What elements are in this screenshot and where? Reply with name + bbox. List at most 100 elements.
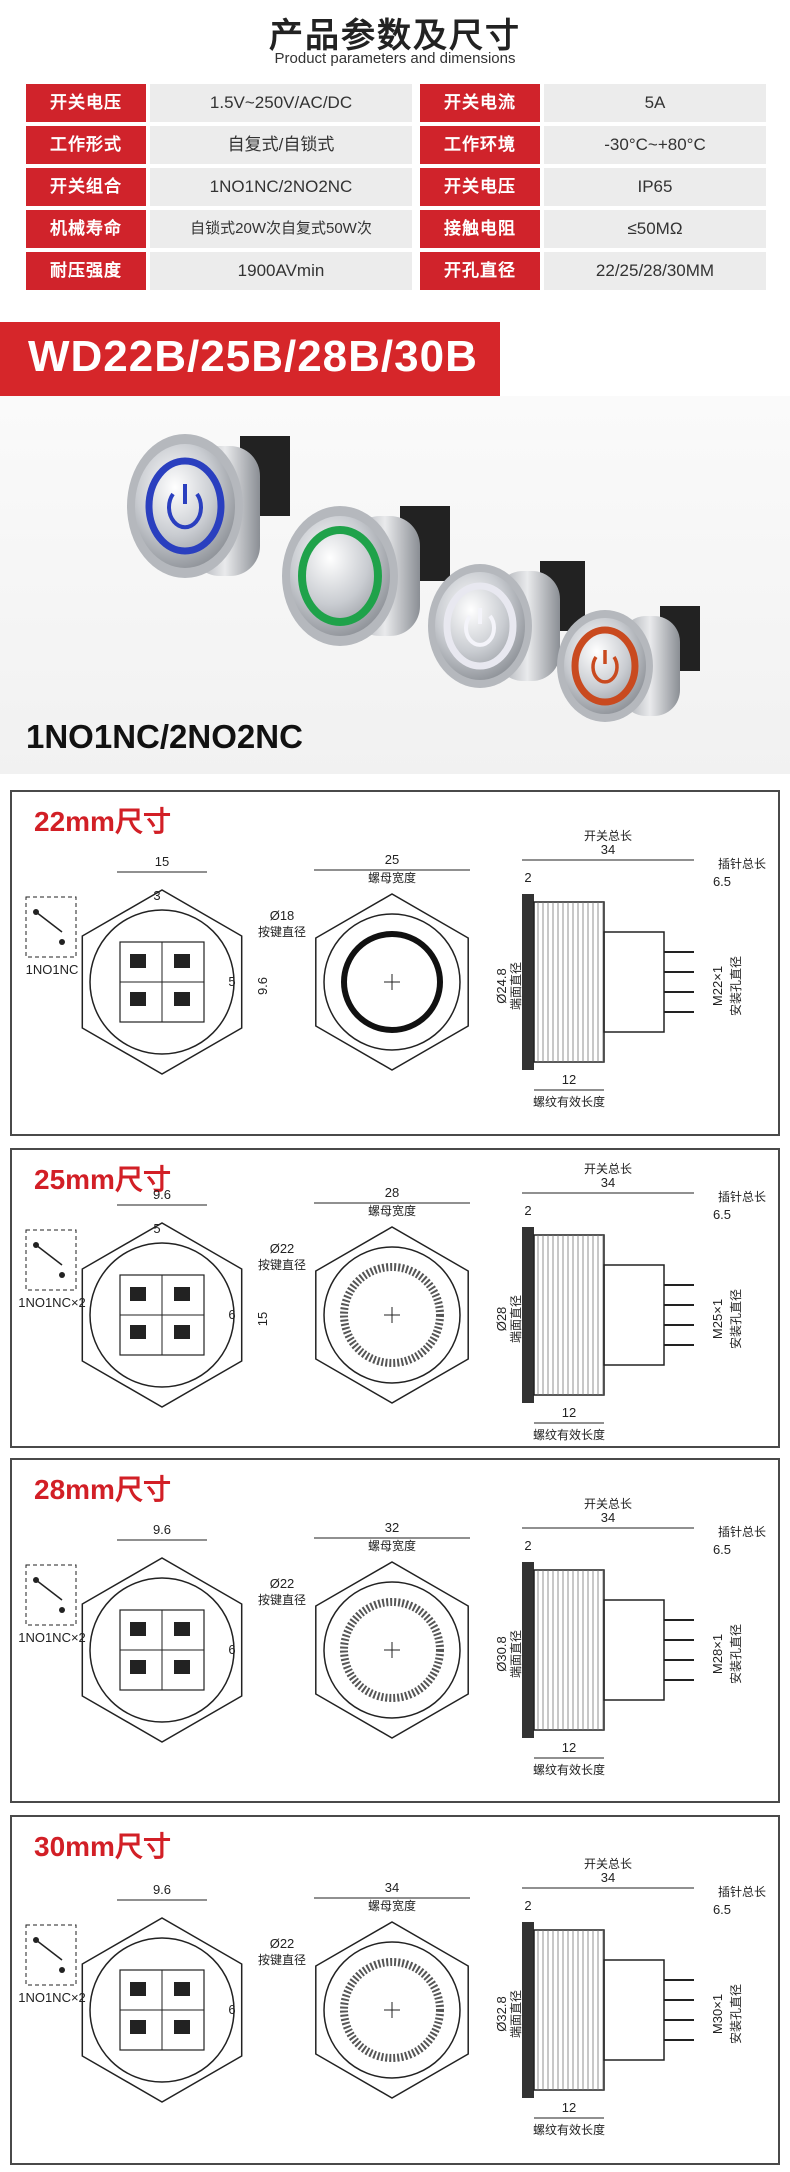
- nut-width-label: 螺母宽度: [368, 1898, 416, 1913]
- drawing-line: [35, 911, 63, 933]
- total-length-label: 开关总长: [584, 829, 632, 843]
- drawing-line: [35, 1939, 63, 1961]
- front-view-circle: [89, 1937, 235, 2083]
- side-base: [603, 1599, 665, 1701]
- terminal-pin: [174, 992, 190, 1006]
- button-ring: [340, 1958, 444, 2062]
- switch-blue: [127, 434, 290, 578]
- panel-title: 28mm尺寸: [34, 1474, 171, 1505]
- nut-width-value: 28: [385, 1185, 399, 1200]
- wiring-box: [25, 1229, 77, 1291]
- drawing-line: [59, 1607, 65, 1613]
- front-width-label: 15: [155, 854, 169, 869]
- spec-value: IP65: [544, 168, 766, 206]
- spec-label: 工作环境: [420, 126, 540, 164]
- total-length-label: 开关总长: [584, 1857, 632, 1871]
- pin-length-label: 插针总长: [718, 1884, 766, 1899]
- flange-label: 2: [524, 870, 531, 885]
- thread-length-label: 螺纹有效长度: [533, 1762, 605, 1777]
- front-pin-label: 5: [153, 1221, 160, 1236]
- head-diameter-value: Ø32.8: [494, 1996, 509, 2031]
- side-thread: [533, 1569, 605, 1731]
- spec-label: 机械寿命: [26, 210, 146, 248]
- spec-label: 接触电阻: [420, 210, 540, 248]
- terminal-pin: [130, 954, 146, 968]
- front-c-label: 5: [228, 974, 235, 989]
- front-view-hex: [81, 889, 243, 1075]
- spec-label: 开关组合: [26, 168, 146, 206]
- spec-value: ≤50MΩ: [544, 210, 766, 248]
- side-flange: [522, 894, 534, 1070]
- front-width-label: 9.6: [153, 1187, 171, 1202]
- button-ring: [340, 1263, 444, 1367]
- flange-label: 2: [524, 1898, 531, 1913]
- front-view-circle: [89, 1577, 235, 1723]
- nut-outer-circle: [323, 1941, 461, 2079]
- spec-label: 开关电流: [420, 84, 540, 122]
- ring-light: [571, 626, 639, 706]
- spec-label: 开关电压: [420, 168, 540, 206]
- terminal-pin: [174, 1622, 190, 1636]
- spec-row: 开关组合 1NO1NC/2NO2NC 开关电压 IP65: [26, 168, 766, 206]
- terminal-pin: [130, 1287, 146, 1301]
- thread-length-value: 12: [562, 1740, 576, 1755]
- spec-value: 22/25/28/30MM: [544, 252, 766, 290]
- total-length-value: 34: [601, 842, 615, 857]
- spec-label: 工作形式: [26, 126, 146, 164]
- nut-hex: [315, 1226, 469, 1404]
- spec-label: 耐压强度: [26, 252, 146, 290]
- nut-hex: [315, 1921, 469, 2099]
- side-thread: [533, 901, 605, 1063]
- wiring-label: 1NO1NC×2: [18, 1990, 86, 2005]
- side-base: [603, 1959, 665, 2061]
- terminal-pin: [130, 1622, 146, 1636]
- side-flange: [522, 1227, 534, 1403]
- side-flange: [522, 1922, 534, 2098]
- pin-length-label: 插针总长: [718, 1189, 766, 1204]
- spec-value: 5A: [544, 84, 766, 122]
- front-width-label: 9.6: [153, 1882, 171, 1897]
- drawing-line: [33, 1242, 39, 1248]
- front-c-label: 6: [228, 1307, 235, 1322]
- terminal-pin: [174, 1660, 190, 1674]
- total-length-value: 34: [601, 1175, 615, 1190]
- terminal-pin: [130, 1660, 146, 1674]
- drawing-line: [59, 1272, 65, 1278]
- spec-label: 开关电压: [26, 84, 146, 122]
- nut-outer-circle: [323, 1246, 461, 1384]
- pin-length-value: 6.5: [713, 1207, 731, 1222]
- model-banner: WD22B/25B/28B/30B: [0, 322, 500, 396]
- spec-value: 1900AVmin: [150, 252, 412, 290]
- spec-value: -30°C~+80°C: [544, 126, 766, 164]
- total-length-value: 34: [601, 1510, 615, 1525]
- wiring-box: [25, 1564, 77, 1626]
- nut-outer-circle: [323, 913, 461, 1051]
- wiring-box: [25, 896, 77, 958]
- pin-length-value: 6.5: [713, 1902, 731, 1917]
- front-c-label: 6: [228, 1642, 235, 1657]
- terminal-pin: [174, 1287, 190, 1301]
- side-thread: [533, 1929, 605, 2091]
- ring-light: [298, 526, 382, 626]
- total-length-value: 34: [601, 1870, 615, 1885]
- head-diameter-value: Ø30.8: [494, 1636, 509, 1671]
- wiring-label: 1NO1NC: [26, 962, 79, 977]
- wiring-label: 1NO1NC×2: [18, 1295, 86, 1310]
- head-diameter-label: 端面直径: [509, 1295, 523, 1343]
- spec-row: 工作形式 自复式/自锁式 工作环境 -30°C~+80°C: [26, 126, 766, 164]
- nut-width-value: 25: [385, 852, 399, 867]
- nut-hex: [315, 893, 469, 1071]
- product-photo: [0, 396, 790, 774]
- model-name: WD22B/25B/28B/30B: [28, 332, 478, 381]
- ring-light: [443, 582, 517, 670]
- page-subtitle: Product parameters and dimensions: [274, 50, 516, 67]
- button-diameter-value: Ø22: [270, 1936, 295, 1951]
- wiring-label: 1NO1NC×2: [18, 1630, 86, 1645]
- thread-length-value: 12: [562, 2100, 576, 2115]
- front-view-hex: [81, 1222, 243, 1408]
- panel-title: 25mm尺寸: [34, 1164, 171, 1195]
